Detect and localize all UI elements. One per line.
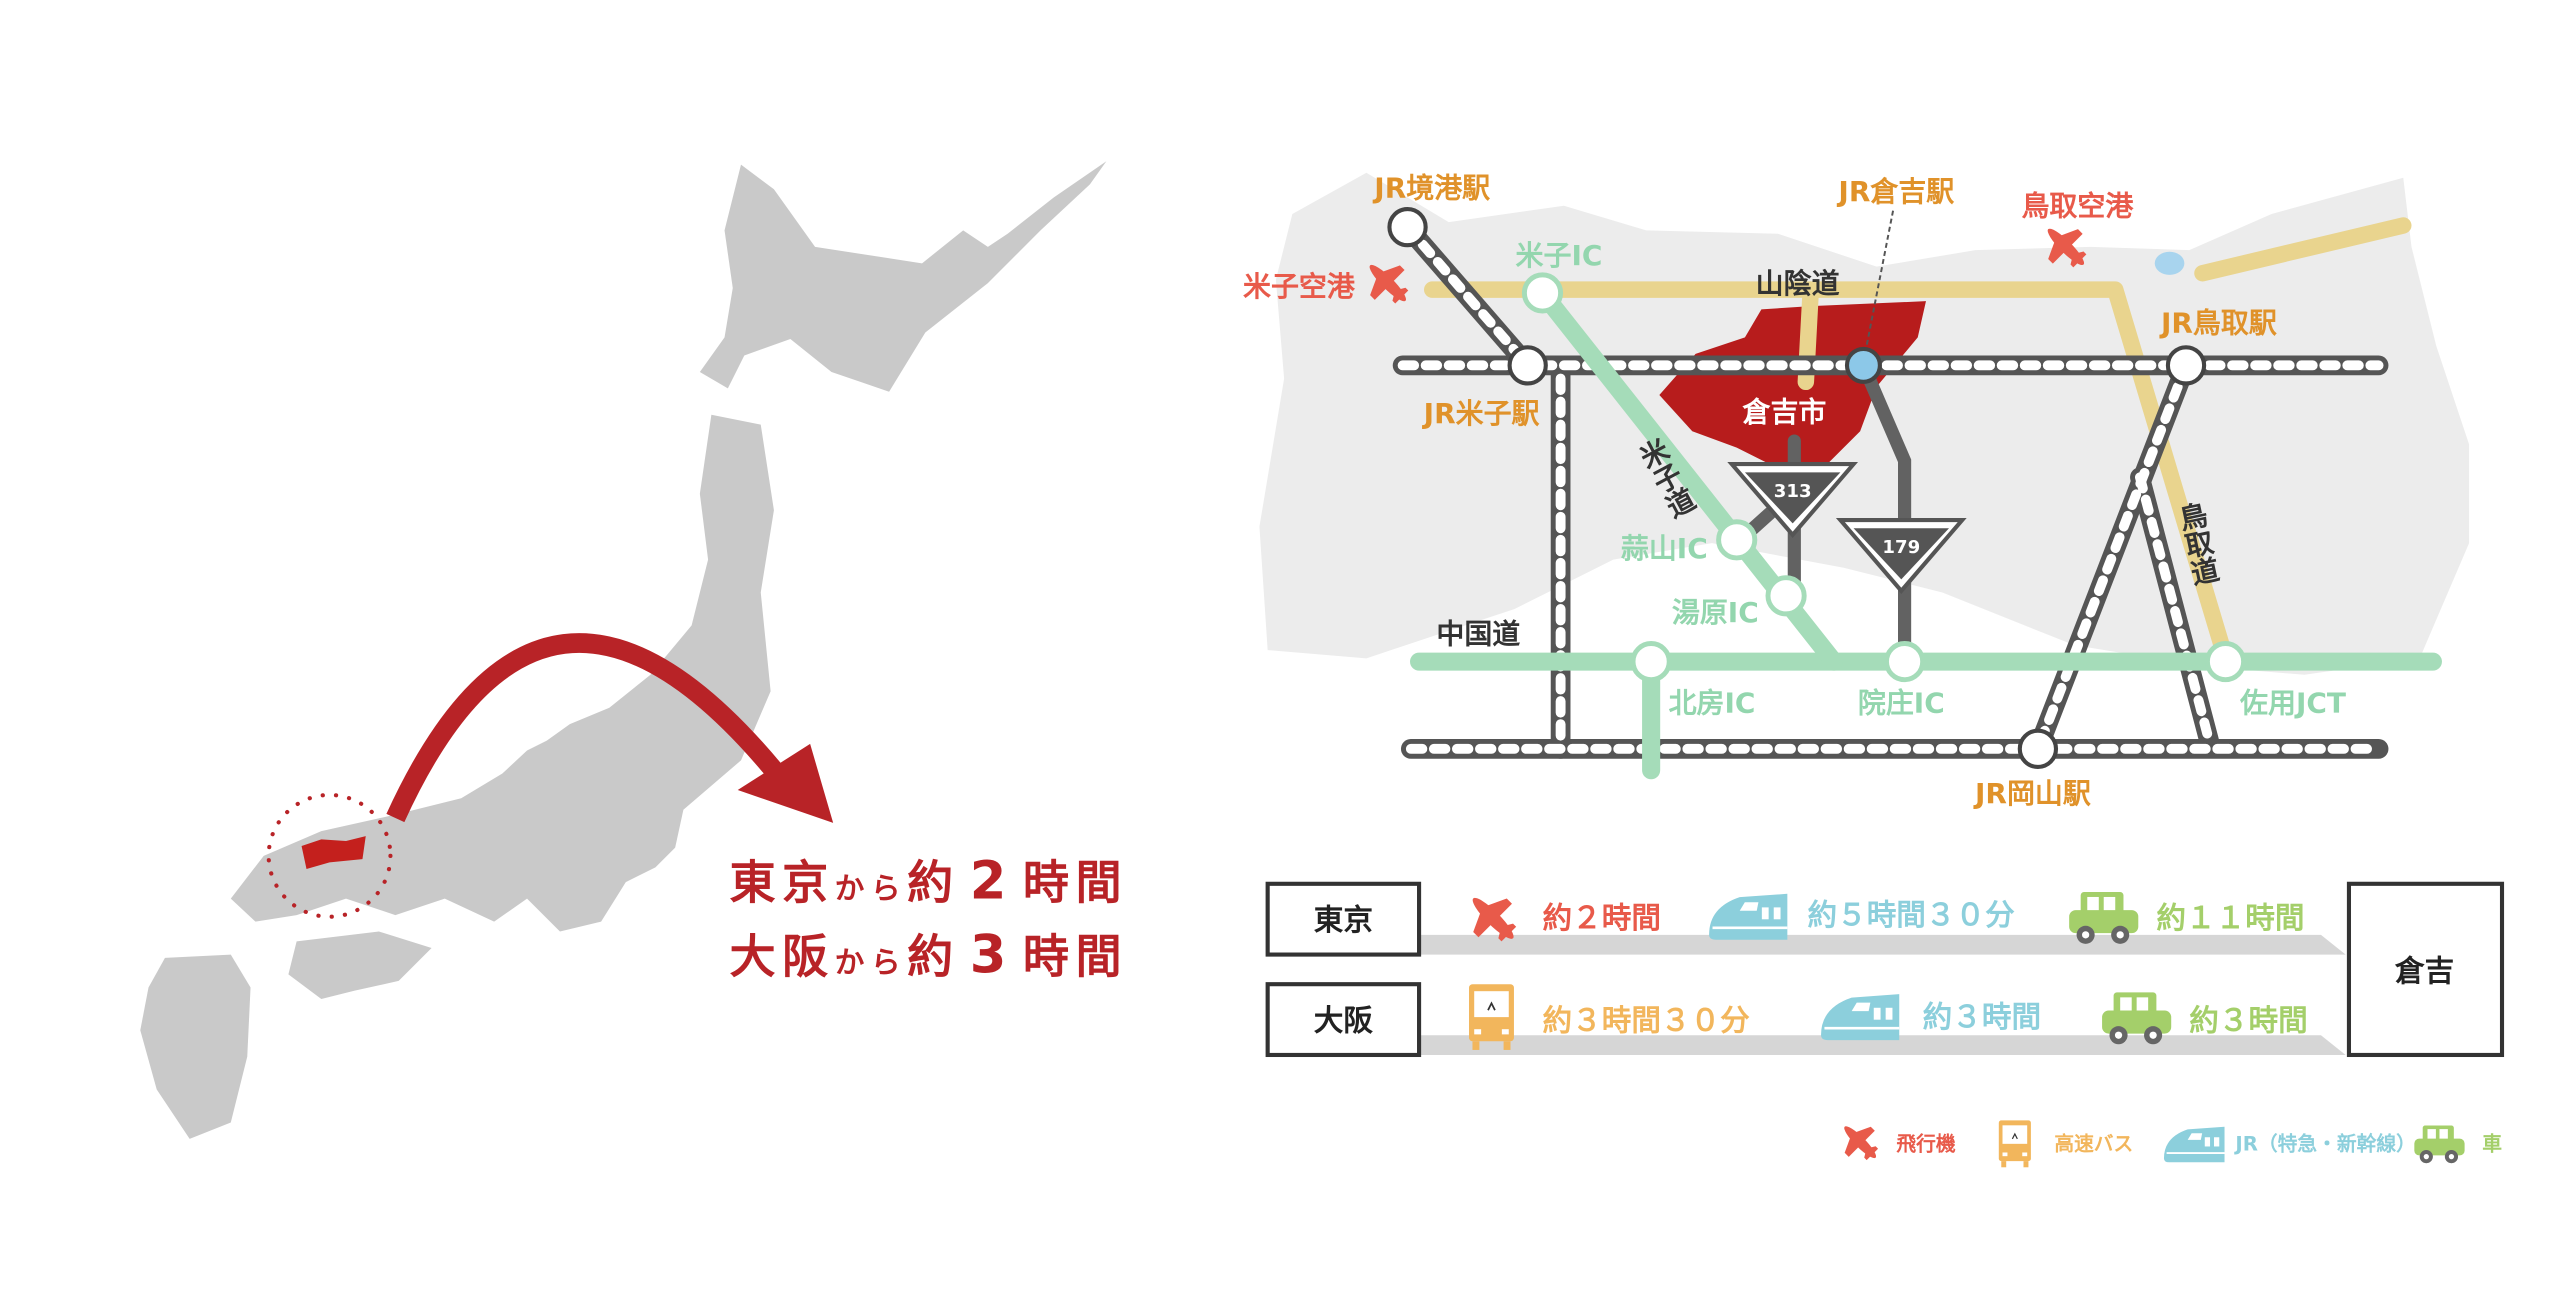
ic-markers — [1521, 272, 2247, 683]
kurayoshi-city-area — [1659, 301, 1926, 478]
legend-bus: 高速バス — [2054, 1132, 2133, 1155]
kurayoshi-leader-line — [1862, 210, 1895, 363]
label-kurayoshi-city: 倉吉市 — [1741, 395, 1826, 428]
legend-plane: 飛行機 — [1895, 1132, 1955, 1155]
station-marker-okayama — [2017, 728, 2059, 770]
station-markers — [1387, 206, 2207, 770]
train-icon — [1819, 992, 1901, 1042]
bus-icon — [1998, 1119, 2032, 1168]
destination-kurayoshi: 倉吉 — [2394, 954, 2454, 988]
plane-icon — [1837, 1119, 1884, 1166]
kyushu — [140, 954, 251, 1139]
label-jr-tottori: JR鳥取駅 — [2159, 306, 2277, 339]
osaka-train-time: 約３時間 — [1923, 1000, 2041, 1034]
label-yonago-ic: 米子IC — [1516, 239, 1603, 272]
svg-text:179: 179 — [1882, 537, 1920, 558]
label-yonago-airport: 米子空港 — [1243, 270, 1356, 303]
label-jr-yonago: JR米子駅 — [1422, 397, 1540, 430]
regional-route-map: 313 179 JR境港駅 JR倉吉駅 — [1243, 171, 2470, 810]
jr-rail-lines — [1392, 217, 2389, 759]
route-bar-tokyo — [1419, 934, 2346, 955]
travel-time-table: 東京 大阪 倉吉 約２時間 約５時間３０分 約１１時間 約３時間３０分 約３時間… — [1265, 881, 2505, 1058]
origin-box-tokyo — [1265, 881, 1422, 957]
tokyo-plane-time: 約２時間 — [1543, 901, 1661, 935]
ic-marker-yubara — [1765, 575, 1807, 617]
label-sanin-road: 山陰道 — [1756, 267, 1840, 300]
label-jr-okayama: JR岡山駅 — [1973, 777, 2091, 810]
origin-box-osaka — [1265, 982, 1422, 1058]
ic-marker-hokubo — [1630, 641, 1672, 683]
label-tottori-airport: 鳥取空港 — [2021, 190, 2134, 223]
label-innosho-ic: 院庄IC — [1858, 687, 1945, 720]
honshu — [230, 414, 774, 932]
route-179-shield: 179 — [1835, 518, 1967, 594]
bus-icon — [1468, 983, 1515, 1051]
station-marker-tottori — [2165, 345, 2207, 386]
station-marker-kurayoshi — [1844, 346, 1882, 384]
label-sayo-jct: 佐用JCT — [2239, 687, 2346, 720]
label-hiruzen-ic: 蒜山IC — [1621, 532, 1708, 565]
label-chugoku-road: 中国道 — [1436, 618, 1520, 651]
transport-legend: 飛行機 高速バス JR（特急・新幹線） 車 — [1837, 1119, 2502, 1168]
osaka-car-time: 約３時間 — [2189, 1003, 2307, 1037]
ic-marker-innosho — [1884, 641, 1926, 683]
origin-osaka: 大阪 — [1314, 1003, 1374, 1037]
station-marker-sakaiminato — [1387, 206, 1428, 248]
svg-text:313: 313 — [1774, 481, 1812, 502]
ic-marker-hiruzen — [1716, 519, 1758, 561]
label-hokubo-ic: 北房IC — [1669, 687, 1756, 720]
lake — [2154, 251, 2185, 275]
train-icon — [2162, 1125, 2226, 1164]
tottori-prefecture-highlight — [301, 836, 366, 869]
route-313-shield: 313 — [1727, 462, 1859, 539]
origin-tokyo: 東京 — [1314, 903, 1373, 937]
ic-marker-sayo — [2204, 641, 2247, 683]
tokyo-train-time: 約５時間３０分 — [1807, 898, 2015, 932]
arrow-head — [737, 743, 834, 823]
car-icon — [2414, 1125, 2465, 1164]
tokyo-car-time: 約１１時間 — [2156, 901, 2304, 935]
tottori-dotted-circle — [266, 792, 393, 919]
train-icon — [1707, 892, 1789, 941]
destination-box — [2346, 881, 2505, 1058]
label-jr-kurayoshi: JR倉吉駅 — [1836, 175, 1954, 208]
shikoku — [288, 931, 432, 1000]
legend-car: 車 — [2482, 1132, 2502, 1155]
hokkaido — [699, 161, 1107, 392]
legend-train: JR（特急・新幹線） — [2233, 1132, 2415, 1155]
ic-marker-yonago — [1521, 272, 1564, 314]
label-yubara-ic: 湯原IC — [1672, 596, 1759, 629]
osaka-bus-time: 約３時間３０分 — [1543, 1003, 1751, 1037]
label-jr-sakaiminato: JR境港駅 — [1372, 171, 1490, 204]
arrow-curve — [386, 633, 782, 823]
station-marker-yonago — [1507, 345, 1548, 386]
